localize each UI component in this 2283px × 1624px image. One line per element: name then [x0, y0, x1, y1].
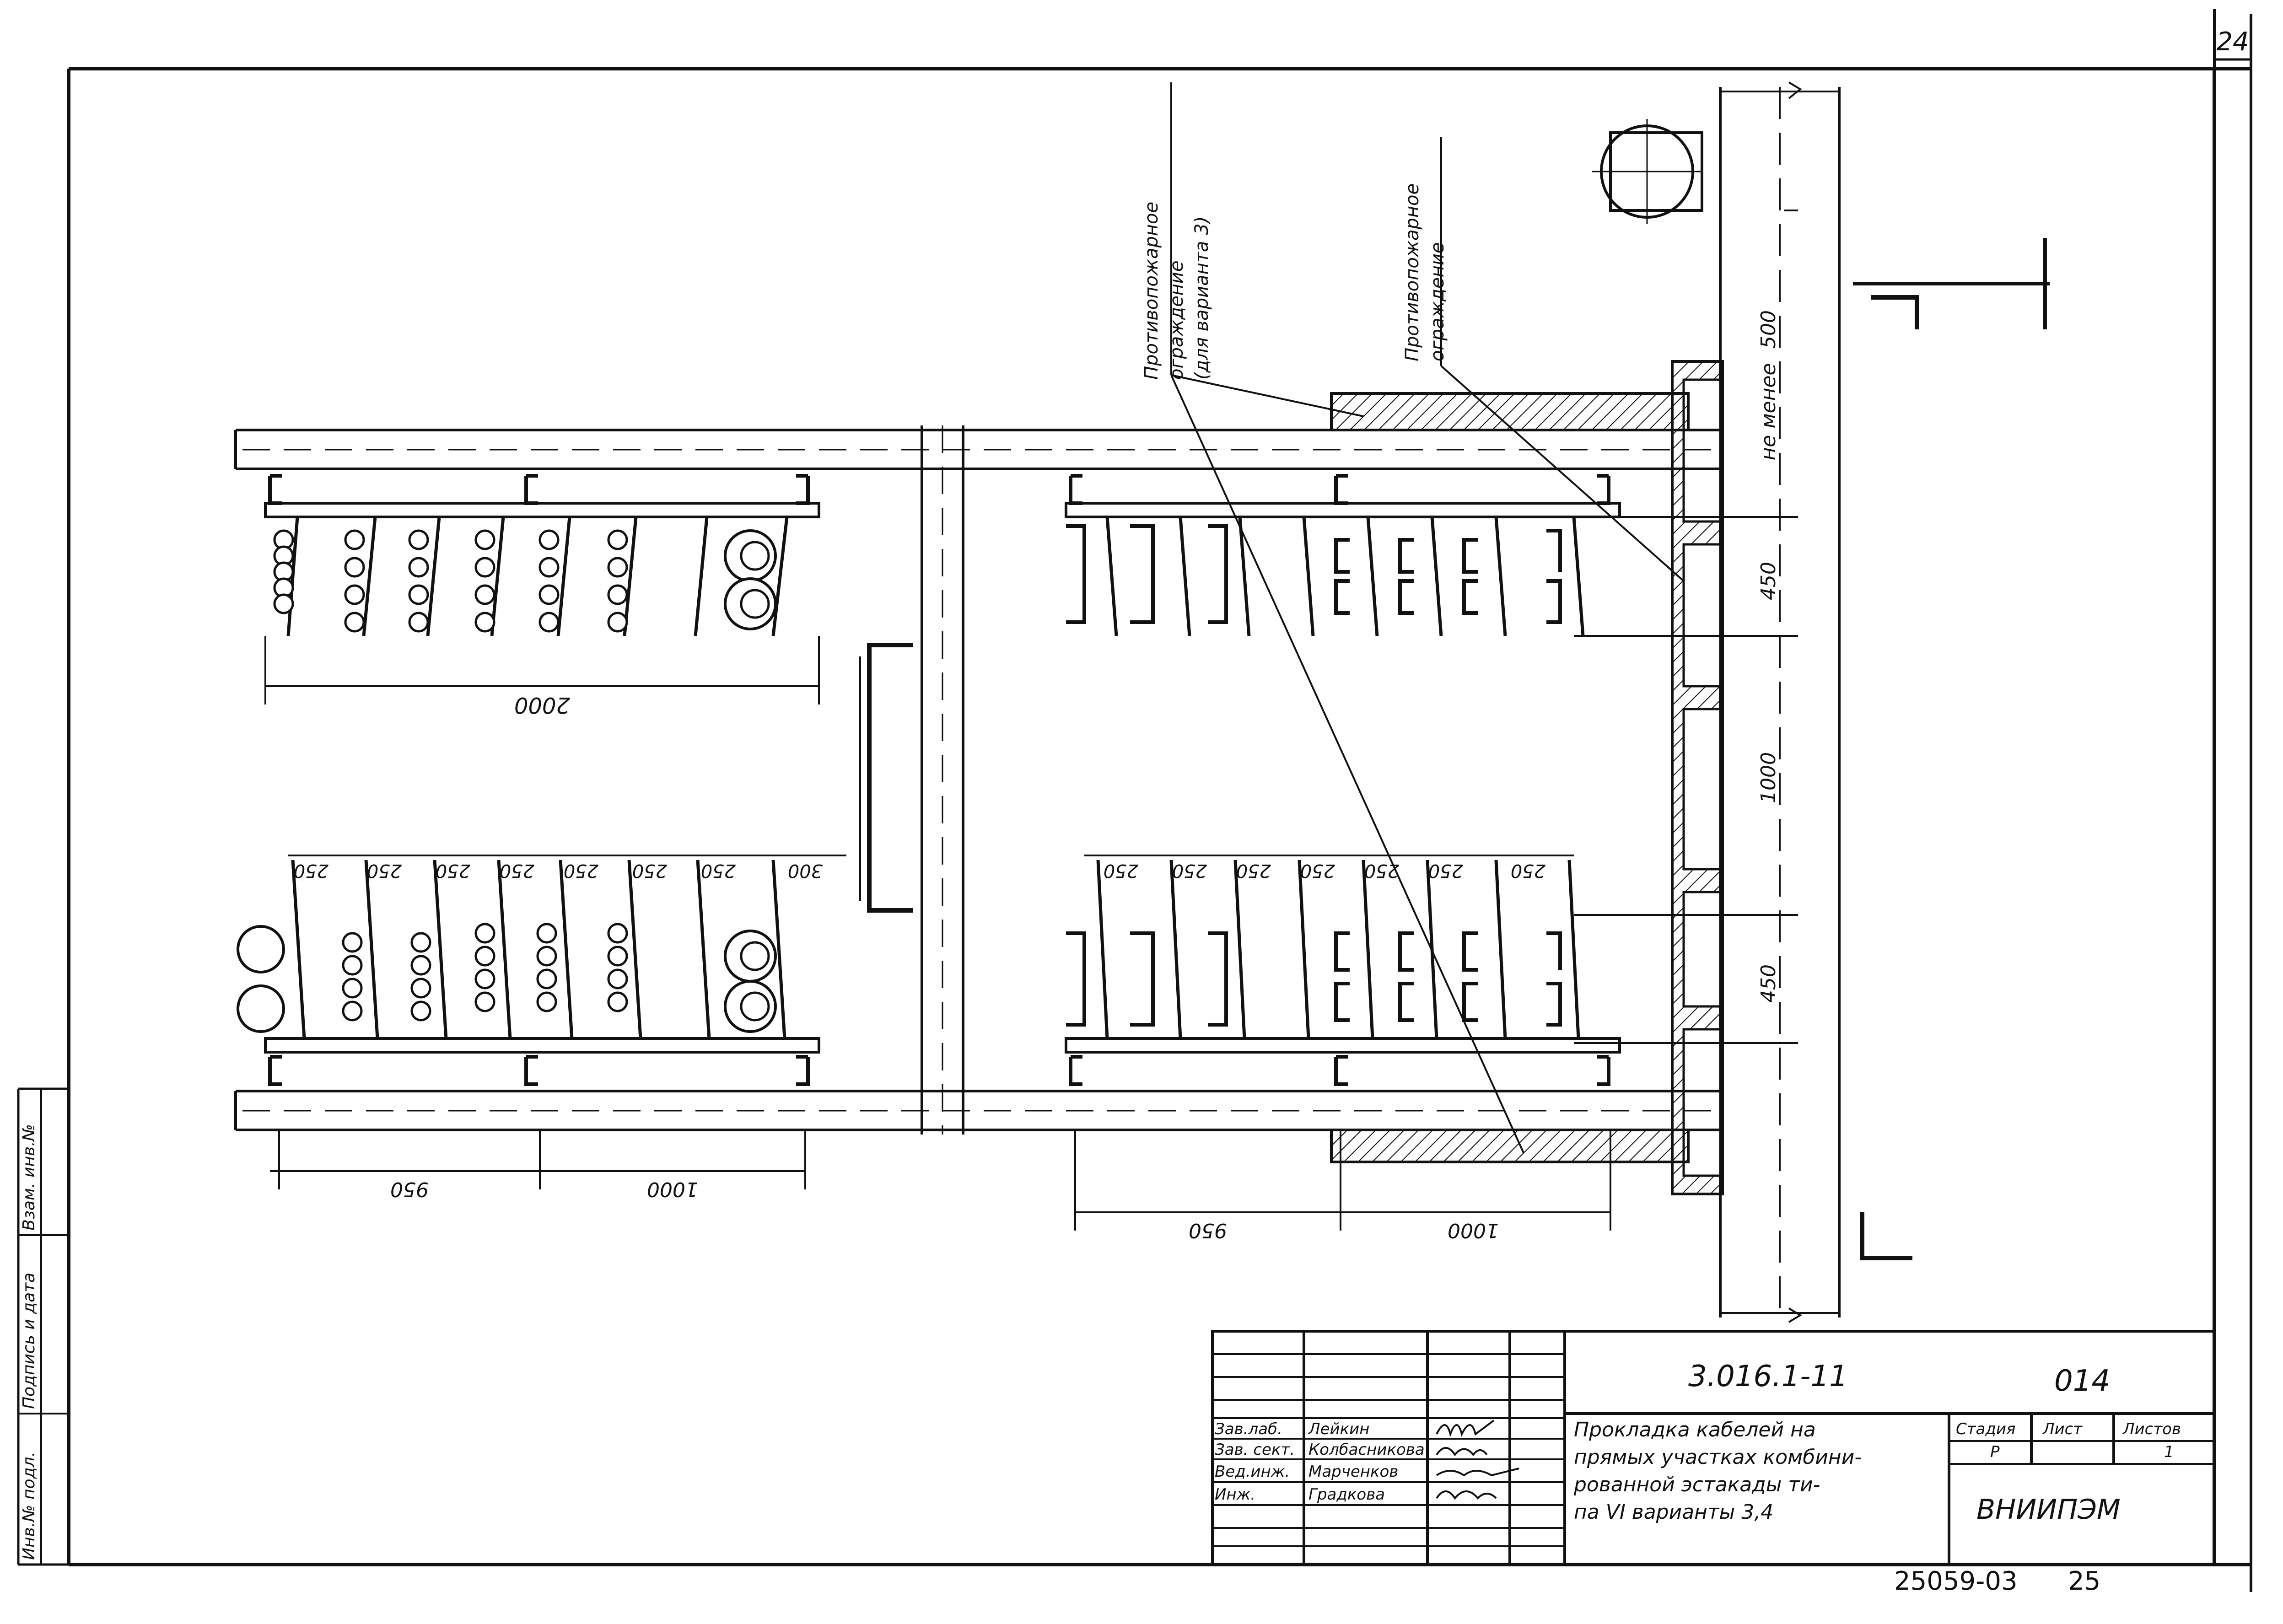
svg-text:500: 500 — [1757, 310, 1780, 349]
right-bottom-trays — [1066, 931, 1562, 1027]
column-bracket — [1671, 360, 1724, 1195]
svg-text:(для варианта 3): (для варианта 3) — [1191, 216, 1212, 380]
left-bottom-cable-rack — [291, 860, 786, 1039]
leader-lines — [1170, 82, 1685, 1153]
right-top-cable-rack — [1105, 516, 1585, 636]
right-bottom-spacing-labels: 250 250 250 250 250 250 250 — [1104, 860, 1545, 881]
side-channel — [859, 643, 913, 913]
svg-text:Вед.инж.: Вед.инж. — [1215, 1463, 1290, 1481]
svg-text:450: 450 — [1757, 964, 1780, 1003]
vertical-dimension-labels: 500 не менее 450 1000 450 — [1757, 310, 1780, 1003]
svg-text:250: 250 — [1104, 860, 1138, 881]
svg-text:1: 1 — [2164, 1443, 2174, 1461]
svg-text:250: 250 — [436, 860, 470, 881]
svg-text:Лейкин: Лейкин — [1308, 1420, 1369, 1438]
side-stamp-replace: Взам. инв.№ — [20, 1124, 38, 1231]
svg-text:рованной эстакады ти-: рованной эстакады ти- — [1573, 1473, 1820, 1496]
svg-text:Инж.: Инж. — [1215, 1485, 1255, 1504]
title-block — [1211, 1330, 2216, 1566]
svg-text:Зав. сект.: Зав. сект. — [1215, 1441, 1295, 1459]
top-beam — [234, 429, 1720, 470]
dim-right-span-1000: 1000 — [1448, 1219, 1499, 1242]
dim-right-span-950: 950 — [1189, 1219, 1227, 1242]
trestle-column — [1719, 81, 2050, 1323]
dim-left-span-950: 950 — [390, 1178, 429, 1201]
svg-text:250: 250 — [632, 860, 667, 881]
title-description: Прокладка кабелей на прямых участках ком… — [1573, 1418, 1862, 1524]
svg-text:Листов: Листов — [2122, 1420, 2181, 1438]
dimension-lines — [264, 210, 1798, 1231]
title-names: Лейкин Колбасникова Марченков Градкова — [1308, 1420, 1425, 1504]
pipe-circle — [1592, 119, 1703, 224]
svg-text:Прокладка кабелей на: Прокладка кабелей на — [1574, 1418, 1816, 1441]
svg-text:250: 250 — [1236, 860, 1271, 881]
svg-text:250: 250 — [564, 860, 598, 881]
right-top-trays — [1066, 524, 1562, 624]
svg-text:не менее: не менее — [1757, 363, 1780, 461]
side-stamp: Инв.№ подл. Подпись и дата Взам. инв.№ — [20, 1124, 38, 1560]
document-code: 3.016.1-11 — [1688, 1360, 1848, 1393]
center-post — [921, 425, 964, 1135]
svg-text:450: 450 — [1757, 562, 1780, 600]
svg-text:250: 250 — [1300, 860, 1335, 881]
svg-text:Зав.лаб.: Зав.лаб. — [1215, 1420, 1282, 1438]
left-bottom-spacing-labels: 250 250 250 250 250 250 250 300 — [294, 860, 823, 881]
side-stamp-inv: Инв.№ подл. — [20, 1452, 38, 1560]
svg-text:ограждение: ограждение — [1166, 261, 1187, 380]
svg-text:250: 250 — [1364, 860, 1399, 881]
svg-text:Лист: Лист — [2042, 1420, 2083, 1438]
svg-text:250: 250 — [294, 860, 328, 881]
svg-text:1000: 1000 — [1757, 752, 1780, 803]
right-bottom-cable-rack — [1096, 860, 1580, 1039]
svg-text:250: 250 — [367, 860, 402, 881]
dim-left-span-1000: 1000 — [647, 1178, 698, 1201]
sheet-number: 24 — [2216, 27, 2249, 57]
svg-text:250: 250 — [1172, 860, 1207, 881]
footer-code: 25059-03 — [1894, 1566, 2018, 1596]
svg-text:300: 300 — [788, 860, 823, 881]
svg-text:Противопожарное: Противопожарное — [1402, 183, 1423, 361]
svg-text:па VI варианты 3,4: па VI варианты 3,4 — [1574, 1500, 1773, 1524]
label-fire-barrier-variant3: Противопожарное ограждение (для варианта… — [1141, 202, 1212, 380]
signatures — [1436, 1420, 1519, 1500]
label-fire-barrier: Противопожарное ограждение — [1402, 183, 1448, 361]
svg-text:ограждение: ограждение — [1427, 242, 1448, 361]
svg-text:250: 250 — [500, 860, 534, 881]
title-roles: Зав.лаб. Зав. сект. Вед.инж. Инж. — [1215, 1420, 1295, 1504]
svg-text:Стадия: Стадия — [1956, 1420, 2015, 1438]
title-stage-cells: Стадия Лист Листов Р 1 — [1956, 1420, 2181, 1461]
left-top-cables — [275, 529, 777, 631]
support-channels — [270, 476, 1609, 1084]
svg-text:Р: Р — [1990, 1443, 2000, 1461]
dim-left-top-width: 2000 — [514, 692, 570, 718]
svg-text:250: 250 — [1428, 860, 1463, 881]
svg-text:Марченков: Марченков — [1308, 1463, 1398, 1481]
footer-page: 25 — [2068, 1566, 2100, 1596]
svg-text:Колбасникова: Колбасникова — [1308, 1441, 1425, 1459]
sheet-code: 014 — [2054, 1364, 2110, 1398]
svg-text:Противопожарное: Противопожарное — [1141, 202, 1162, 380]
side-stamp-sign: Подпись и дата — [20, 1273, 38, 1409]
svg-text:250: 250 — [1511, 860, 1545, 881]
sheet-frame — [17, 9, 2252, 1592]
svg-text:прямых участках комбини-: прямых участках комбини- — [1574, 1446, 1862, 1469]
organization: ВНИИПЭМ — [1976, 1494, 2121, 1526]
fire-barrier-block — [1330, 392, 1690, 1163]
svg-text:Градкова: Градкова — [1308, 1485, 1385, 1504]
shelves — [264, 502, 1621, 1054]
svg-text:250: 250 — [701, 860, 736, 881]
left-bottom-cables — [237, 924, 777, 1033]
